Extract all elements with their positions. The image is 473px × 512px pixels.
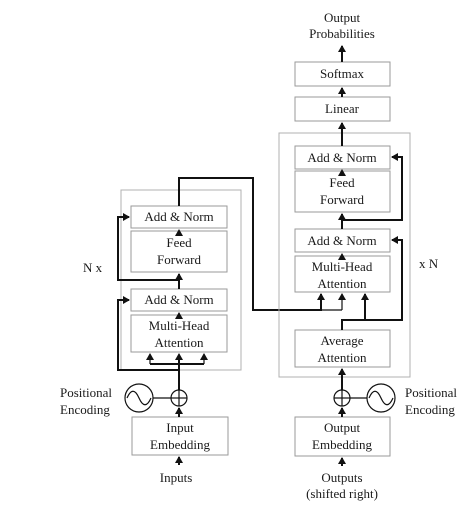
encoder-feed-forward-label-line1: Feed: [166, 235, 192, 250]
softmax-block: [294, 61, 391, 87]
decoder-positional-encoding-label-line2: Encoding: [405, 402, 455, 417]
encoder-connections: [117, 177, 325, 391]
decoder-feed-forward-label-line1: Feed: [329, 175, 355, 190]
input-embedding-label-line2: Embedding: [150, 437, 210, 452]
inputs-label: Inputs: [160, 470, 193, 485]
encoder-feed-forward-label-line2: Forward: [157, 252, 202, 267]
encoder-attention-label-line2: Attention: [154, 335, 204, 350]
decoder-repeat-label: x N: [419, 256, 439, 271]
output-embedding: [294, 416, 391, 457]
decoder-add-norm-middle-label: Add & Norm: [307, 233, 376, 248]
softmax-label: Softmax: [320, 66, 365, 81]
decoder-average-attention-label-line2: Attention: [317, 350, 367, 365]
output-probabilities-label-line2: Probabilities: [309, 26, 375, 41]
output-embedding-label-line2: Embedding: [312, 437, 372, 452]
decoder-feed-forward-label-line2: Forward: [320, 192, 365, 207]
encoder-positional-encoding-label-line2: Encoding: [60, 402, 110, 417]
encoder-attention-label-line1: Multi-Head: [149, 318, 210, 333]
decoder-stack: [278, 132, 411, 378]
encoder-feed-forward: [130, 230, 228, 273]
encoder-attention: [130, 314, 228, 353]
decoder-connections: [321, 122, 403, 392]
decoder-add-norm-top-label: Add & Norm: [307, 150, 376, 165]
encoder-add-norm-bottom-label: Add & Norm: [144, 292, 213, 307]
decoder-average-attention-label-line1: Average: [320, 333, 363, 348]
decoder-attention-label-line1: Multi-Head: [312, 259, 373, 274]
input-embedding: [131, 416, 229, 456]
output-embedding-label-line1: Output: [324, 420, 361, 435]
linear-label: Linear: [325, 101, 360, 116]
decoder-positional-encoding-label-line1: Positional: [405, 385, 457, 400]
outputs-label-line2: (shifted right): [306, 486, 378, 501]
encoder-add-norm-top-label: Add & Norm: [144, 209, 213, 224]
decoder-attention-label-line2: Attention: [317, 276, 367, 291]
output-probabilities-label-line1: Output: [324, 10, 361, 25]
encoder-repeat-label: N x: [83, 260, 103, 275]
decoder-average-attention: [294, 329, 391, 368]
input-embedding-label-line1: Input: [166, 420, 194, 435]
encoder-positional-encoding-label-line1: Positional: [60, 385, 112, 400]
decoder-attention: [294, 255, 391, 293]
outputs-label-line1: Outputs: [321, 470, 362, 485]
